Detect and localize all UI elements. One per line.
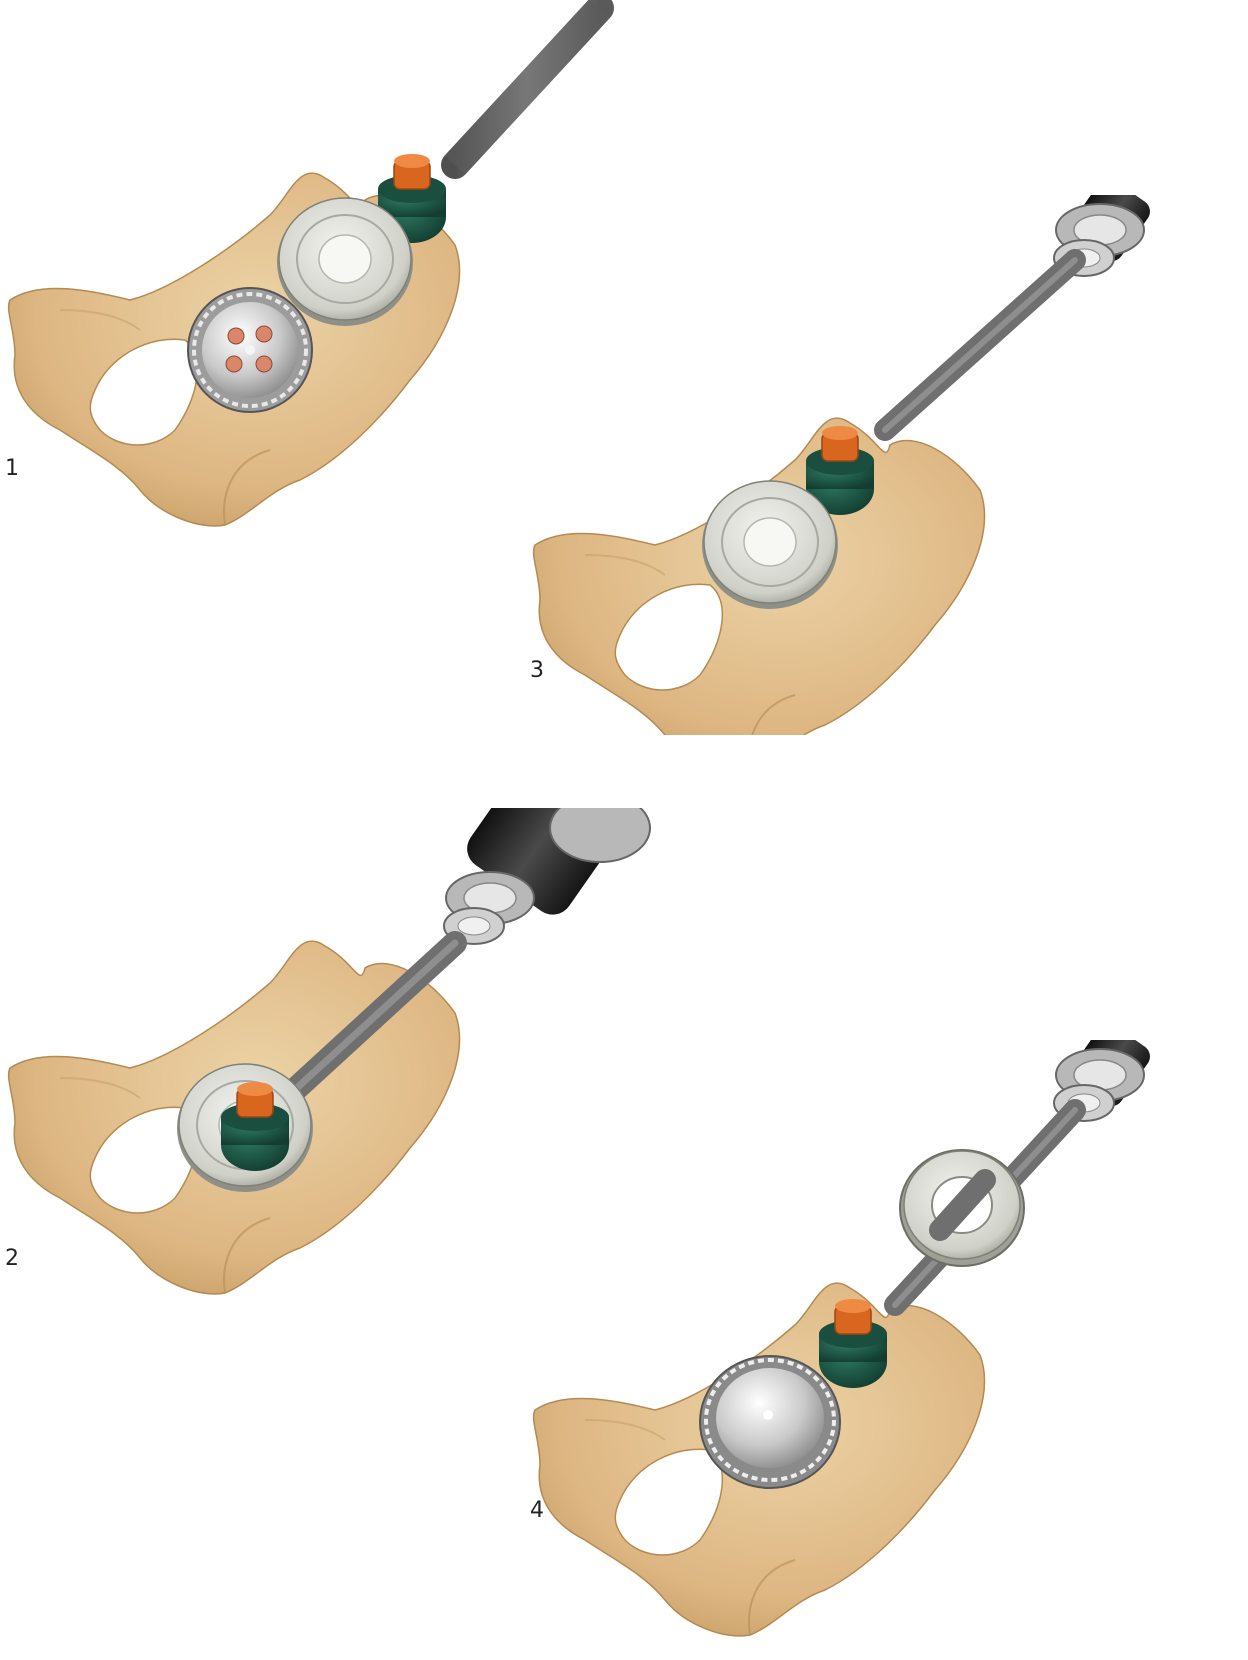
step-label-1: 1 — [5, 458, 19, 480]
acetabular-shell-icon — [188, 288, 312, 412]
insertion-rod-icon — [455, 8, 600, 165]
step-label-2: 2 — [5, 1248, 19, 1270]
ring-icon — [900, 1150, 1024, 1266]
step-4-panel — [520, 1040, 1210, 1640]
step-3-panel — [520, 195, 1210, 735]
step-4-illustration — [520, 1040, 1210, 1640]
step-label-3: 3 — [530, 660, 544, 682]
step-label-4: 4 — [530, 1500, 544, 1522]
impactor-handle-icon — [444, 808, 650, 944]
femoral-head-icon — [700, 1356, 840, 1488]
insertion-rod-icon — [885, 260, 1075, 430]
step-3-illustration — [520, 195, 1210, 735]
liner-icon — [702, 481, 838, 609]
liner-icon — [277, 198, 413, 326]
